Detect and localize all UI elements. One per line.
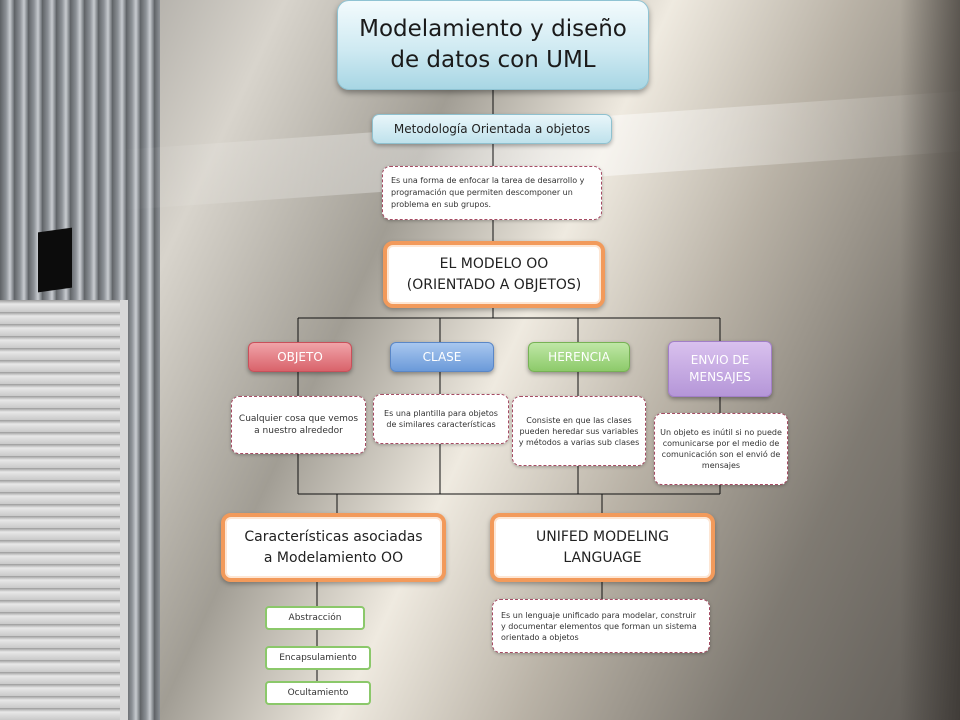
- characteristic-encapsulamiento-label: Encapsulamiento: [279, 653, 357, 663]
- uml-label: UNIFED MODELING LANGUAGE: [536, 528, 669, 566]
- uml-box: UNIFED MODELING LANGUAGE: [490, 513, 715, 582]
- characteristic-abstraccion: Abstracción: [265, 606, 365, 630]
- concept-objeto-label: OBJETO: [277, 350, 323, 364]
- uml-note: Es un lenguaje unificado para modelar, c…: [492, 599, 710, 653]
- characteristics-label: Características asociadas a Modelamiento…: [244, 528, 423, 566]
- characteristic-abstraccion-label: Abstracción: [288, 613, 342, 623]
- characteristics-box: Características asociadas a Modelamiento…: [221, 513, 446, 582]
- concept-herencia-note: Consiste en que las clases pueden hereda…: [512, 396, 646, 466]
- diagram-title-text: Modelamiento y diseño de datos con UML: [359, 16, 627, 73]
- methodology-box: Metodología Orientada a objetos: [372, 114, 612, 144]
- background-shadow: [900, 0, 960, 720]
- concept-envio-mensajes-note-text: Un objeto es inútil si no puede comunica…: [660, 428, 782, 470]
- characteristic-encapsulamiento: Encapsulamiento: [265, 646, 371, 670]
- characteristic-ocultamiento: Ocultamiento: [265, 681, 371, 705]
- concept-clase-note: Es una plantilla para objetos de similar…: [373, 394, 509, 444]
- methodology-note-text: Es una forma de enfocar la tarea de desa…: [391, 176, 585, 209]
- concept-clase: CLASE: [390, 342, 494, 372]
- concept-clase-label: CLASE: [422, 350, 462, 364]
- model-box: EL MODELO OO (ORIENTADO A OBJETOS): [383, 241, 605, 308]
- methodology-note: Es una forma de enfocar la tarea de desa…: [382, 166, 602, 220]
- model-label: EL MODELO OO (ORIENTADO A OBJETOS): [406, 255, 582, 293]
- concept-clase-note-text: Es una plantilla para objetos de similar…: [384, 409, 498, 429]
- concept-objeto-note-text: Cualquier cosa que vemos a nuestro alred…: [238, 414, 359, 436]
- concept-herencia: HERENCIA: [528, 342, 630, 372]
- concept-envio-mensajes-note: Un objeto es inútil si no puede comunica…: [654, 413, 788, 485]
- characteristic-ocultamiento-label: Ocultamiento: [287, 688, 349, 698]
- uml-note-text: Es un lenguaje unificado para modelar, c…: [501, 610, 697, 642]
- background-building-facade: [0, 300, 128, 720]
- concept-envio-mensajes: ENVIO DE MENSAJES: [668, 341, 772, 397]
- concept-objeto-note: Cualquier cosa que vemos a nuestro alred…: [231, 396, 366, 454]
- concept-herencia-label: HERENCIA: [548, 350, 610, 364]
- concept-herencia-note-text: Consiste en que las clases pueden hereda…: [518, 415, 640, 447]
- diagram-title: Modelamiento y diseño de datos con UML: [337, 0, 649, 90]
- concept-envio-mensajes-label: ENVIO DE MENSAJES: [689, 353, 751, 384]
- methodology-label: Metodología Orientada a objetos: [393, 122, 591, 136]
- concept-objeto: OBJETO: [248, 342, 352, 372]
